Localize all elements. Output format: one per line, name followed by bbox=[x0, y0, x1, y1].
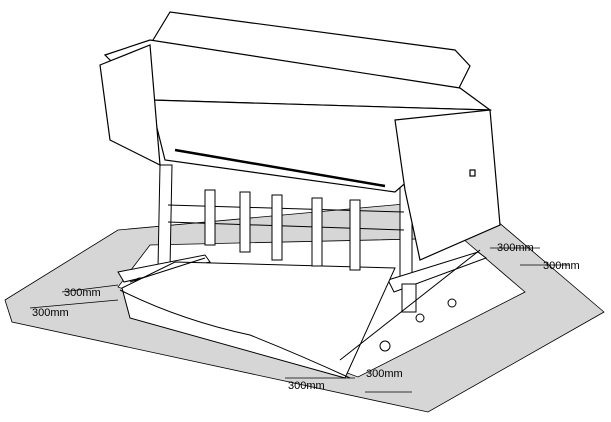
dim-label-right-lower: 300mm bbox=[543, 260, 580, 272]
basket-arm-right bbox=[339, 249, 481, 361]
dim-line-left-inner bbox=[61, 284, 119, 293]
paper-basket bbox=[119, 189, 481, 379]
printer-body bbox=[99, 11, 501, 261]
left-leg bbox=[157, 164, 173, 269]
control-button bbox=[469, 169, 476, 177]
dim-label-right-upper: 300mm bbox=[497, 242, 534, 254]
basket-straps bbox=[204, 189, 361, 271]
basket-arm-left bbox=[129, 257, 206, 283]
dimension-lines bbox=[29, 247, 570, 393]
paper-slot bbox=[174, 148, 386, 188]
dimension-labels: 300mm 300mm 300mm 300mm 300mm 300mm bbox=[32, 242, 580, 392]
dim-label-bottom-left: 300mm bbox=[288, 380, 325, 392]
dim-label-left-inner: 300mm bbox=[64, 287, 101, 299]
right-foot bbox=[387, 251, 488, 293]
pedal-block bbox=[401, 283, 417, 313]
caster-4 bbox=[415, 313, 425, 323]
left-side-panel bbox=[99, 44, 161, 167]
dim-label-left-outer: 300mm bbox=[32, 307, 69, 319]
caster-3 bbox=[447, 298, 457, 308]
basket-cloth bbox=[121, 261, 396, 379]
right-side-panel bbox=[394, 109, 501, 261]
basket-bottom-curve bbox=[119, 289, 351, 379]
dim-label-bottom-right: 300mm bbox=[366, 368, 403, 380]
caster-2 bbox=[379, 340, 391, 352]
dim-line-left-outer bbox=[29, 299, 119, 309]
